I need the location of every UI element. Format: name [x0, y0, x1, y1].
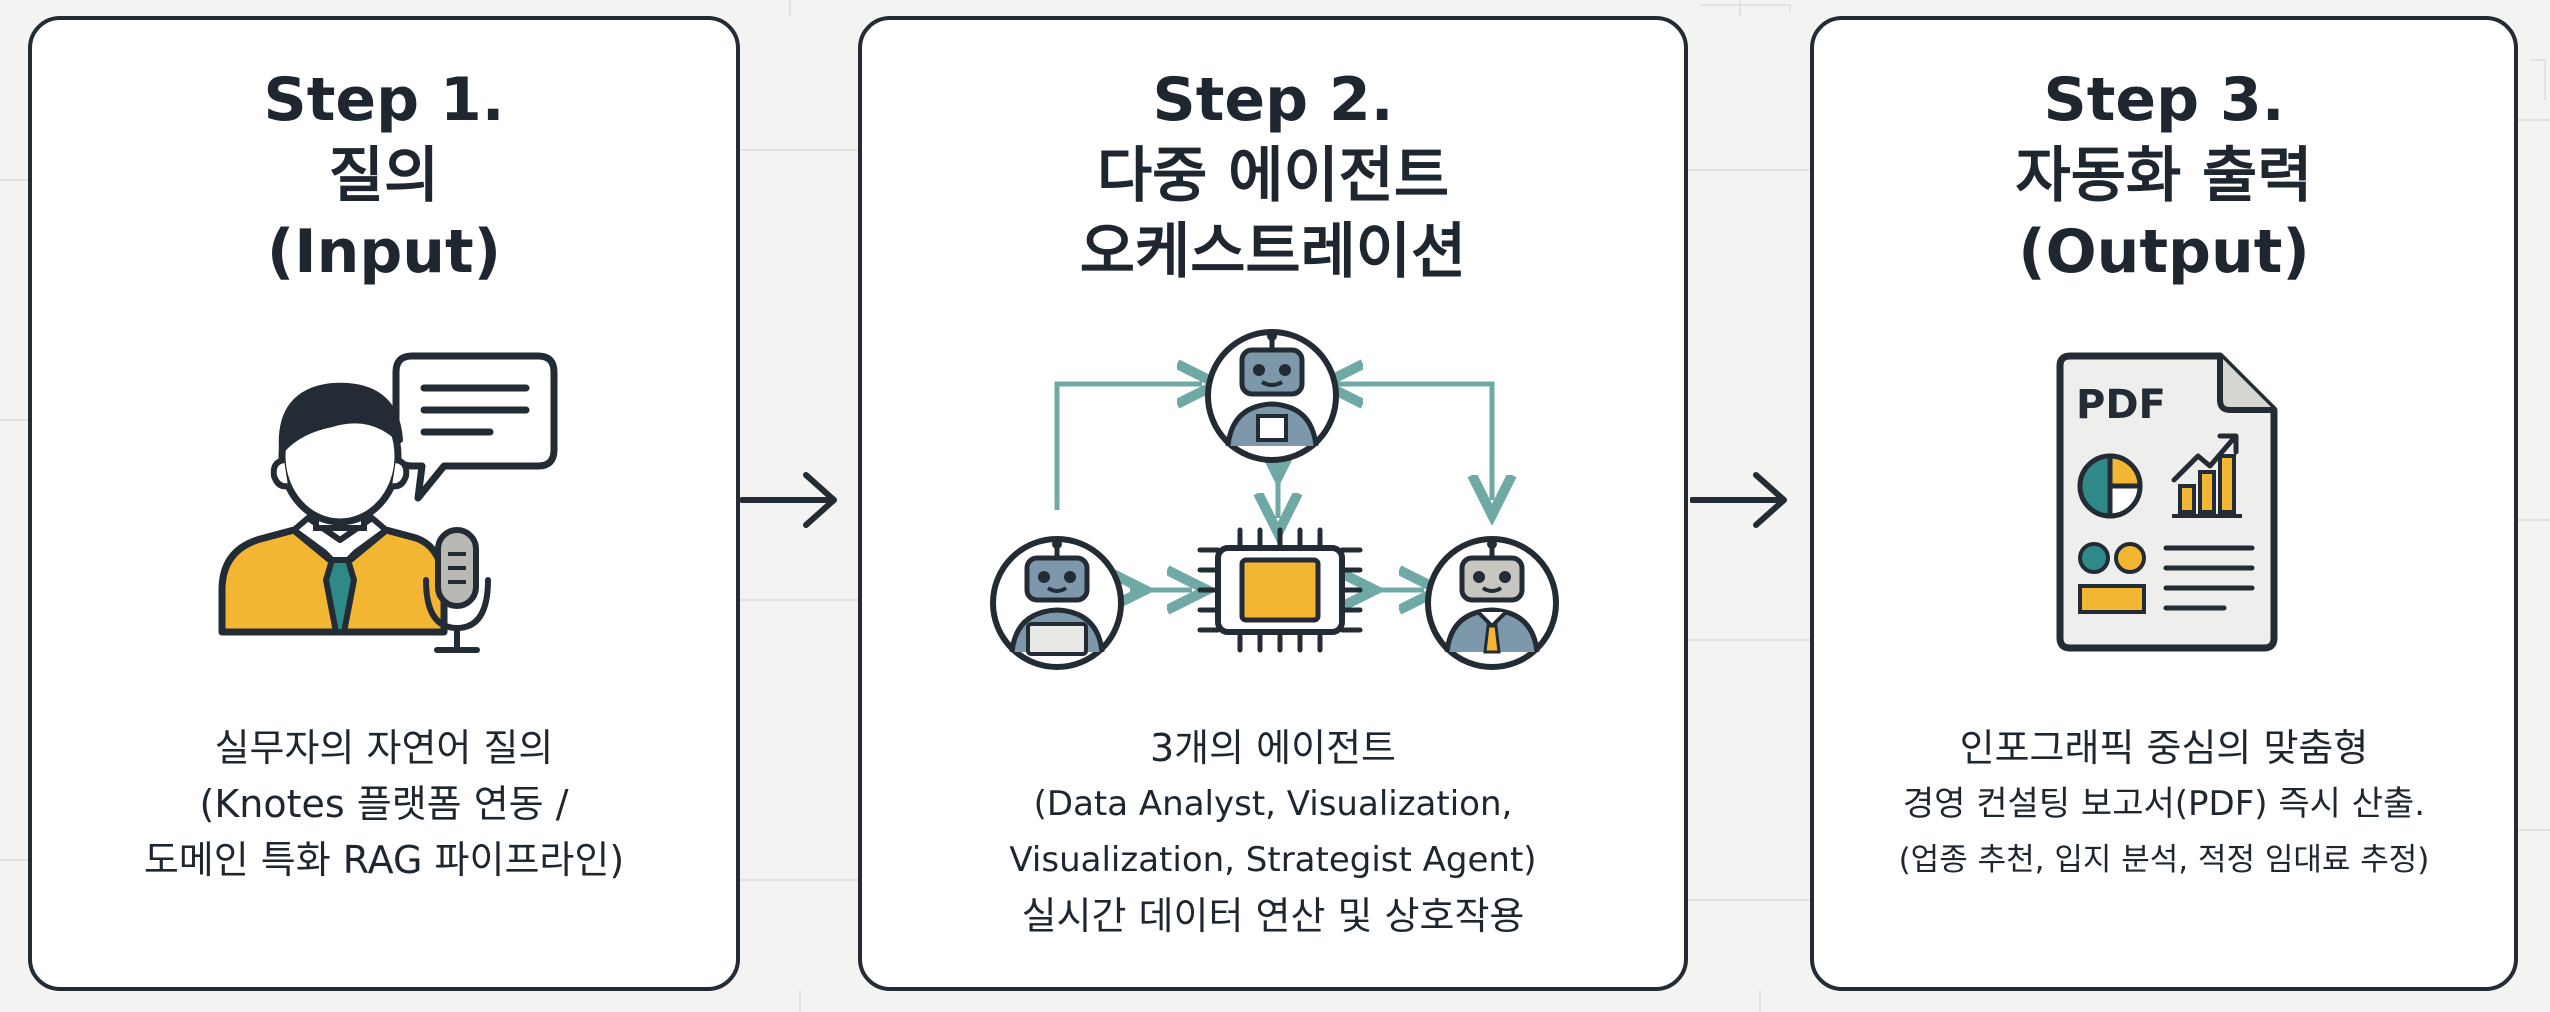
- step-1-description: 실무자의 자연어 질의 (Knotes 플랫폼 연동 / 도메인 특화 RAG …: [32, 720, 736, 888]
- step-2-title-line: 다중 에이전트: [1096, 141, 1450, 211]
- step-2-description-line: Visualization, Strategist Agent): [1009, 840, 1537, 880]
- step-1-title-line: 질의: [328, 141, 440, 211]
- step-2-title-line: 오케스트레이션: [1079, 217, 1467, 287]
- robot-agent-icon: [990, 536, 1124, 670]
- speech-bubble-icon: [392, 352, 558, 502]
- step-3-description: 인포그래픽 중심의 맞춤형 경영 컨설팅 보고서(PDF) 즉시 산출. (업종…: [1814, 720, 2514, 888]
- robot-agent-icon: [1205, 329, 1339, 463]
- step-3-description-line: (업종 추천, 입지 분석, 적정 임대료 추정): [1898, 842, 2430, 878]
- flow-arrows-icon: [1054, 384, 1492, 590]
- step-3-description-line: 경영 컨설팅 보고서(PDF) 즉시 산출.: [1902, 784, 2426, 824]
- step-2-title-line: Step 2.: [1152, 65, 1394, 135]
- step-3-title-line: Step 3.: [2043, 65, 2285, 135]
- step-1-title: Step 1. 질의 (Input): [32, 62, 736, 290]
- step-2-card: Step 2. 다중 에이전트 오케스트레이션: [858, 16, 1688, 991]
- step-1-description-line: 실무자의 자연어 질의: [214, 726, 554, 770]
- microphone-icon: [423, 527, 491, 653]
- step-3-card: Step 3. 자동화 출력 (Output) PDF: [1810, 16, 2518, 991]
- step-1-description-line: 도메인 특화 RAG 파이프라인): [143, 838, 625, 882]
- robot-agent-icon: [1425, 536, 1559, 670]
- step-3-title: Step 3. 자동화 출력 (Output): [1814, 62, 2514, 290]
- step-3-description-line: 인포그래픽 중심의 맞춤형: [1959, 726, 2369, 770]
- pdf-label: PDF: [2076, 382, 2166, 428]
- processor-chip-icon: [1197, 527, 1363, 653]
- arrow-right-icon: [1690, 472, 1787, 528]
- step-2-title: Step 2. 다중 에이전트 오케스트레이션: [862, 62, 1684, 290]
- agent-orchestration-icon: [990, 329, 1559, 670]
- step-1-title-line: (Input): [266, 217, 502, 287]
- step-2-description-line: (Data Analyst, Visualization,: [1033, 784, 1513, 824]
- person-speaking-icon: [218, 352, 558, 653]
- pdf-report-icon: PDF: [2056, 352, 2278, 652]
- step-3-title-line: (Output): [2018, 217, 2310, 287]
- step-1-description-line: (Knotes 플랫폼 연동 /: [199, 782, 569, 826]
- arrow-right-icon: [740, 472, 837, 528]
- step-1-card: Step 1. 질의 (Input): [28, 16, 740, 991]
- step-2-description-line: 실시간 데이터 연산 및 상호작용: [1021, 894, 1525, 938]
- user-icon: [218, 382, 448, 636]
- step-1-title-line: Step 1.: [263, 65, 505, 135]
- step-3-title-line: 자동화 출력: [2015, 141, 2313, 211]
- pie-chart-icon: [2077, 453, 2143, 519]
- step-2-description: 3개의 에이전트 (Data Analyst, Visualization, V…: [862, 720, 1684, 944]
- bar-chart-icon: [2171, 433, 2242, 518]
- step-2-description-line: 3개의 에이전트: [1149, 726, 1397, 770]
